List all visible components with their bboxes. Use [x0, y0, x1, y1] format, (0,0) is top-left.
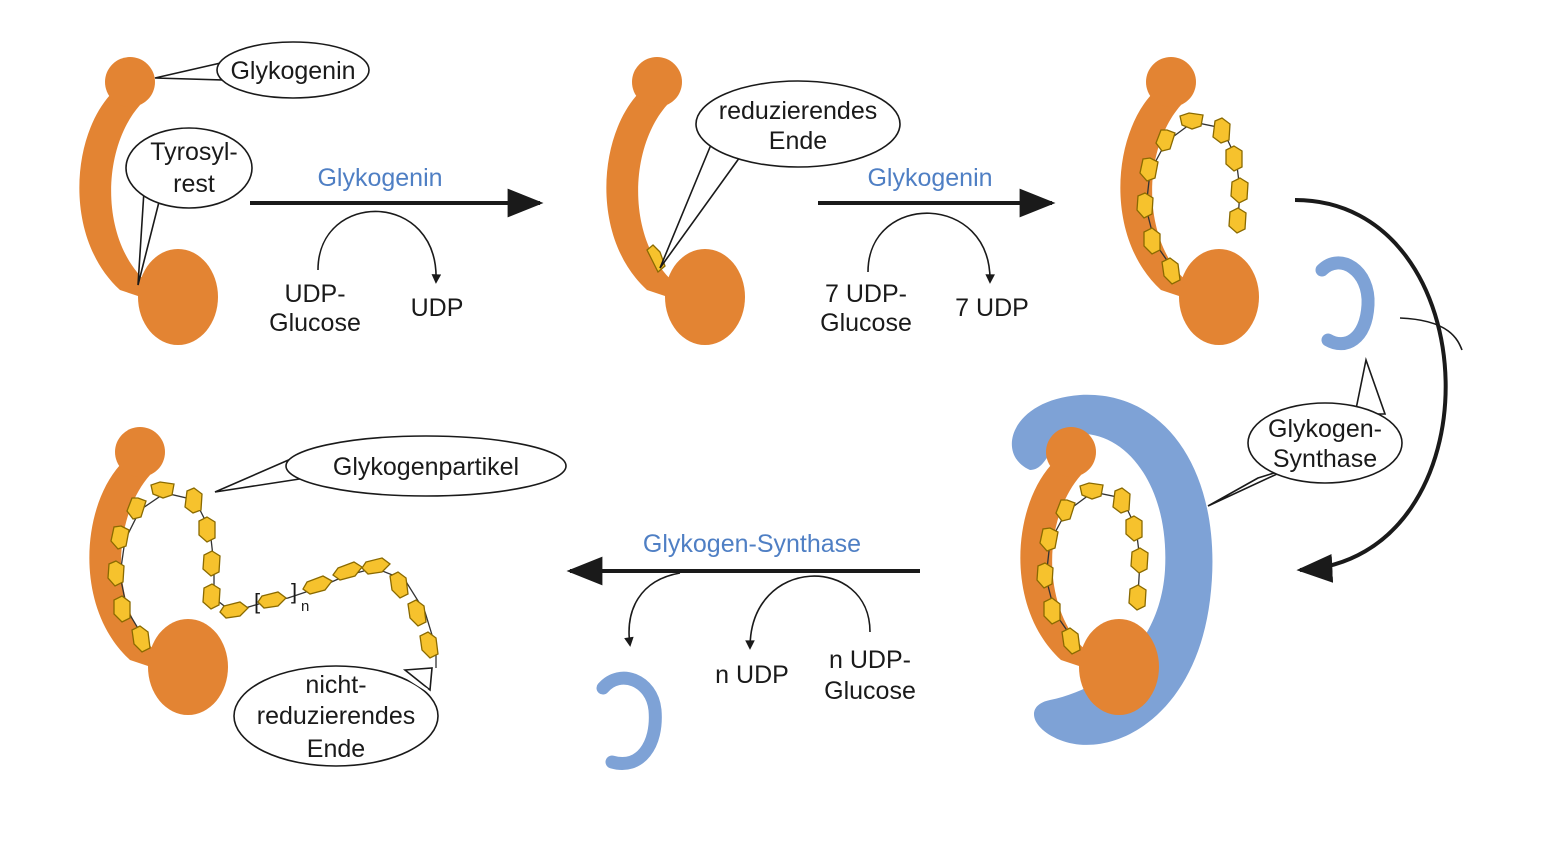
step1-product-label: UDP: [411, 294, 464, 322]
glykogen-synthase-label-line1: Glykogen-: [1268, 415, 1382, 443]
glykogen-synthase-bound: [1011, 394, 1213, 745]
glykogenin-protein-4: [1020, 427, 1159, 715]
step1-enzyme-label: Glykogenin: [317, 164, 442, 192]
glykogenin-protein-3: [1120, 57, 1259, 345]
reaction-arrow-3: Glykogen-Synthase n UDP- Glucose n UDP: [566, 530, 920, 705]
step3-product-label: n UDP: [715, 661, 789, 689]
glykogenin-protein-5: [89, 427, 228, 715]
glykogenpartikel-label: Glykogenpartikel: [333, 453, 519, 481]
glucose-chain-panel5: [ ] n: [107, 481, 439, 668]
glucose-chain-panel4: [1036, 482, 1149, 655]
glykogen-synthase-free-2: [596, 671, 662, 770]
step2-enzyme-label: Glykogenin: [867, 164, 992, 192]
glykogenin-protein-1: [79, 57, 218, 345]
glykogen-synthase-label-line2: Synthase: [1273, 445, 1377, 473]
step1-substrate-line2: Glucose: [269, 309, 361, 337]
repeat-subscript: n: [301, 598, 309, 615]
step2-substrate-line2: Glucose: [820, 309, 912, 337]
reaction-arrow-2: Glykogenin 7 UDP- Glucose 7 UDP: [818, 164, 1056, 337]
svg-text:[: [: [254, 589, 260, 614]
nicht-red-label-line3: Ende: [307, 735, 365, 763]
tyrosylrest-label-line2: rest: [173, 170, 215, 198]
glykogenin-protein-2: [606, 57, 745, 345]
step1-substrate-line1: UDP-: [284, 280, 345, 308]
reduzierendes-label-line1: reduzierendes: [719, 97, 877, 125]
nicht-red-label-line2: reduzierendes: [257, 702, 415, 730]
reaction-arrow-1: Glykogenin UDP- Glucose UDP: [250, 164, 544, 337]
nicht-red-label-line1: nicht-: [305, 671, 366, 699]
step3-enzyme-label: Glykogen-Synthase: [643, 530, 861, 558]
step2-substrate-line1: 7 UDP-: [825, 280, 907, 308]
glykogen-synthase-free-1: [1315, 256, 1375, 351]
glykogenin-callout: Glykogenin: [154, 41, 370, 99]
glykogenpartikel-callout: Glykogenpartikel: [214, 435, 567, 497]
reduzierendes-label-line2: Ende: [769, 127, 827, 155]
reduzierendes-ende-callout: reduzierendes Ende: [659, 80, 901, 269]
tyrosylrest-callout: Tyrosyl- rest: [125, 127, 253, 286]
step2-product-label: 7 UDP: [955, 294, 1029, 322]
step3-substrate-line2: Glucose: [824, 677, 916, 705]
glykogen-synthase-callout: Glykogen- Synthase: [1207, 357, 1403, 507]
tyrosylrest-label-line1: Tyrosyl-: [150, 138, 238, 166]
svg-text:]: ]: [291, 579, 297, 604]
curved-reaction-arrow: [1294, 198, 1463, 583]
glykogenin-label: Glykogenin: [230, 57, 355, 85]
step3-substrate-line1: n UDP-: [829, 646, 911, 674]
nicht-reduzierendes-ende-callout: nicht- reduzierendes Ende: [233, 665, 439, 767]
glucose-chain-panel3: [1136, 112, 1249, 285]
